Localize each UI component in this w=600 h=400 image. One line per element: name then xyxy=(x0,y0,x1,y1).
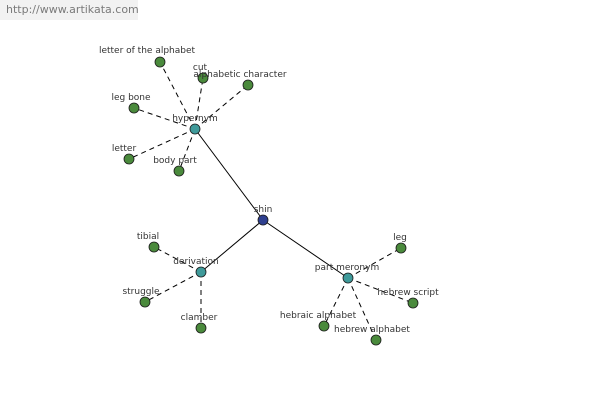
edge-part-meronym-hebrew-alphabet xyxy=(347,277,377,341)
edge-shin-derivation xyxy=(200,219,264,273)
label-hebrew-alphabet: hebrew alphabet xyxy=(334,325,410,335)
label-hypernym: hypernym xyxy=(172,114,218,124)
label-shin: shin xyxy=(254,205,273,215)
node-letter xyxy=(123,153,135,165)
edge-part-meronym-hebrew-script xyxy=(347,277,414,304)
edge-hypernym-body-part xyxy=(178,128,196,172)
label-layer: shin hypernym letter of the alphabet cutalp… xyxy=(99,46,439,335)
edge-shin-part-meronym xyxy=(262,219,349,279)
node-leg-bone xyxy=(128,102,140,114)
node-hypernym xyxy=(189,123,201,135)
node-shin xyxy=(257,214,269,226)
label-cut: cut xyxy=(193,63,208,73)
label-leg: leg xyxy=(393,233,407,243)
edge-shin-hypernym xyxy=(194,128,264,221)
node-hebrew-script xyxy=(407,297,419,309)
node-leg xyxy=(395,242,407,254)
node-clamber xyxy=(195,322,207,334)
edge-hypernym-letter xyxy=(128,128,196,160)
label-clamber: clamber xyxy=(181,313,218,323)
node-alphabetic-character xyxy=(242,79,254,91)
edge-hypernym-leg-bone xyxy=(133,107,196,130)
label-alphabetic-character: alphabetic character xyxy=(193,70,286,80)
label-struggle: struggle xyxy=(122,287,160,297)
node-derivation xyxy=(195,266,207,278)
label-letter-of-the-alphabet: letter of the alphabet xyxy=(99,46,196,56)
node-hebraic-alphabet xyxy=(318,320,330,332)
edge-hypernym-letter-of-the-alphabet xyxy=(159,61,196,130)
node-body-part xyxy=(173,165,185,177)
edge-hypernym-alphabetic-character xyxy=(194,84,249,130)
label-body-part: body part xyxy=(153,156,197,166)
node-tibial xyxy=(148,241,160,253)
node-struggle xyxy=(139,296,151,308)
edge-layer xyxy=(128,61,414,341)
label-tibial: tibial xyxy=(137,232,159,242)
node-layer xyxy=(123,56,419,346)
label-hebraic-alphabet: hebraic alphabet xyxy=(280,311,357,321)
label-part-meronym: part meronym xyxy=(315,263,379,273)
edge-derivation-struggle xyxy=(144,271,202,303)
node-part-meronym xyxy=(342,272,354,284)
node-cut xyxy=(197,72,209,84)
node-letter-of-the-alphabet xyxy=(154,56,166,68)
label-hebrew-script: hebrew script xyxy=(377,288,439,298)
node-hebrew-alphabet xyxy=(370,334,382,346)
label-letter: letter xyxy=(112,144,137,154)
label-leg-bone: leg bone xyxy=(111,93,151,103)
watermark-url: http://www.artikata.com xyxy=(0,0,139,20)
edge-part-meronym-leg xyxy=(347,247,402,279)
label-derivation: derivation xyxy=(173,257,219,267)
